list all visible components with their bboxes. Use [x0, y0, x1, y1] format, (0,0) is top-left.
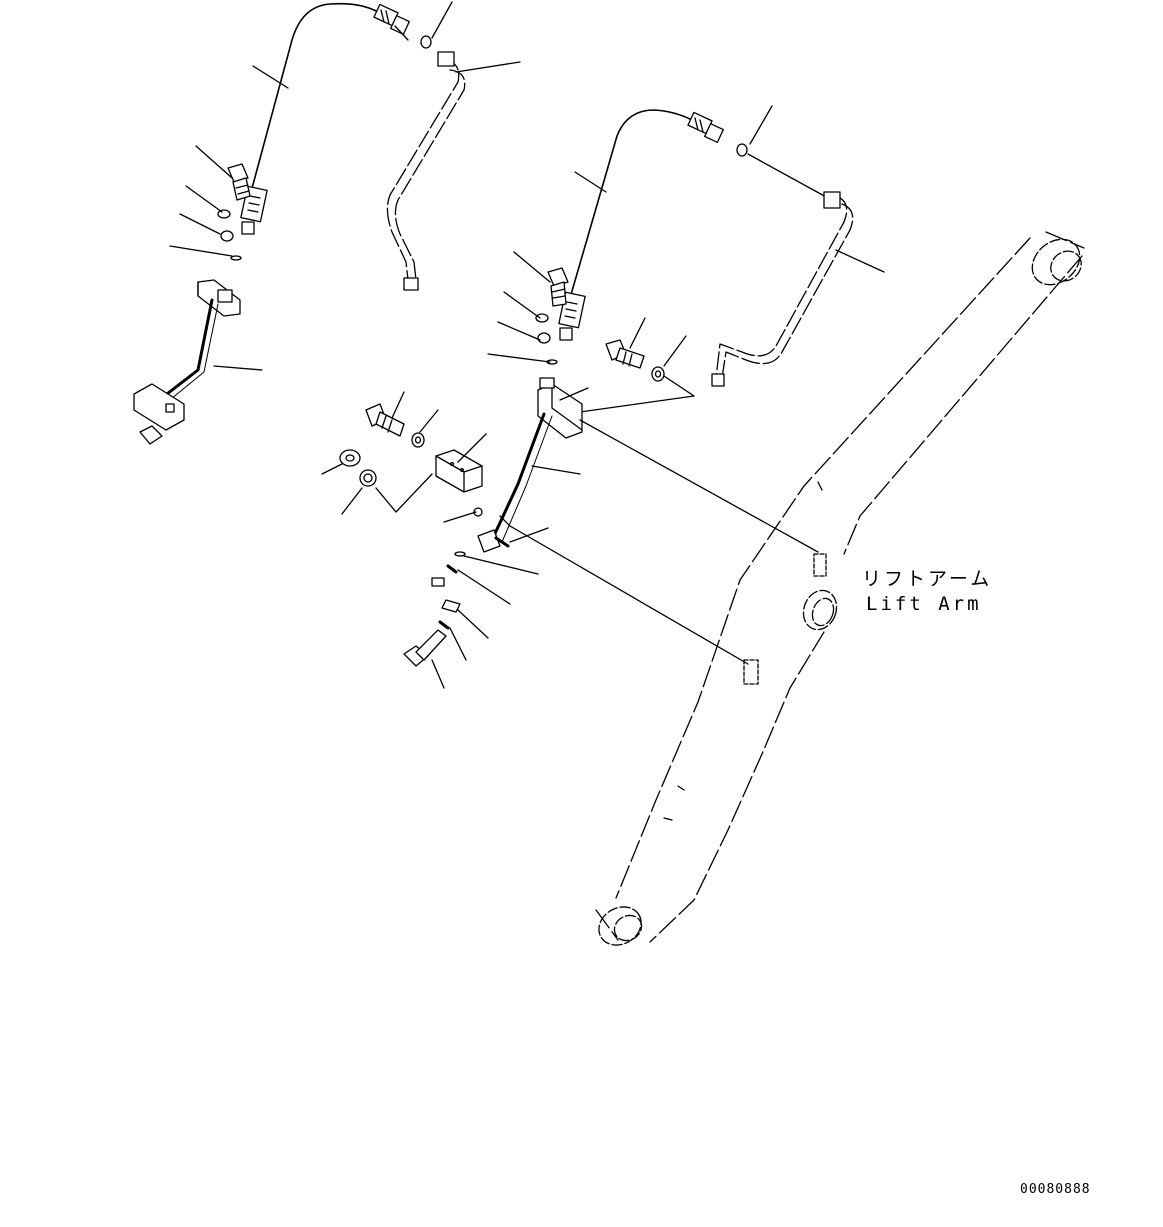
lift-arm-label-jp: リフトアーム — [862, 568, 993, 590]
left-hose — [250, 2, 379, 193]
right-tube-end — [711, 373, 725, 387]
right-spacer-block — [435, 449, 483, 493]
lift-arm-bosses — [598, 238, 1082, 946]
right-mid-washer — [411, 432, 425, 448]
left-bolt — [227, 163, 251, 201]
left-clamp-bracket — [133, 279, 241, 445]
lift-arm-tabs — [743, 553, 827, 685]
right-washer-1 — [535, 313, 549, 323]
right-hose — [569, 109, 693, 299]
right-side-washer — [651, 366, 665, 382]
right-lower-bolt — [403, 629, 447, 667]
lift-arm — [595, 231, 1085, 943]
drawing-number: 00080888 — [1020, 1182, 1091, 1197]
left-o-ring — [420, 35, 432, 49]
left-tube — [386, 59, 460, 281]
left-pin — [230, 255, 242, 261]
lift-arm-label-en: Lift Arm — [866, 593, 982, 615]
right-washer-2 — [537, 332, 551, 344]
left-washer-2 — [220, 230, 234, 242]
left-washer-1 — [217, 209, 231, 219]
right-upper-fitting — [687, 111, 724, 143]
right-lower-spring — [494, 536, 510, 548]
right-clamp-bracket — [477, 377, 583, 553]
right-nut — [339, 449, 361, 467]
left-tube-end — [403, 277, 419, 291]
right-o-ring — [736, 143, 748, 157]
left-upper-fitting — [373, 3, 410, 41]
right-bolt-upper — [547, 267, 569, 307]
left-tube-flange — [437, 51, 455, 67]
left-hose-assembly — [133, 1, 521, 445]
right-hose-assembly — [321, 105, 885, 689]
right-tube-flange — [823, 191, 841, 209]
right-mid-bolt — [365, 403, 405, 437]
right-tube — [715, 195, 848, 379]
right-side-bolt — [605, 339, 645, 369]
right-ring — [359, 469, 377, 487]
